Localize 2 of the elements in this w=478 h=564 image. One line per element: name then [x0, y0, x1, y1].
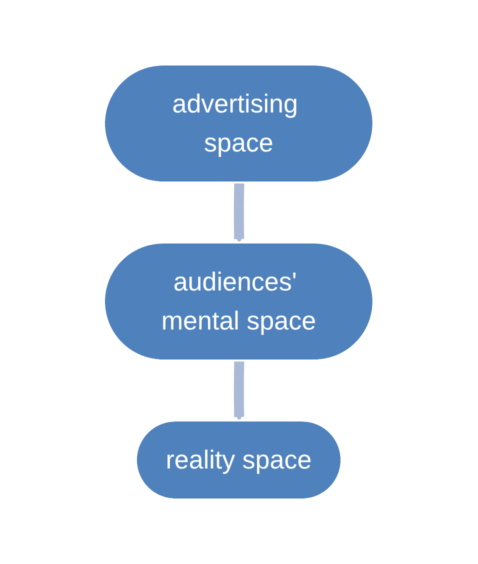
arrow	[234, 360, 244, 422]
arrow	[234, 182, 244, 244]
